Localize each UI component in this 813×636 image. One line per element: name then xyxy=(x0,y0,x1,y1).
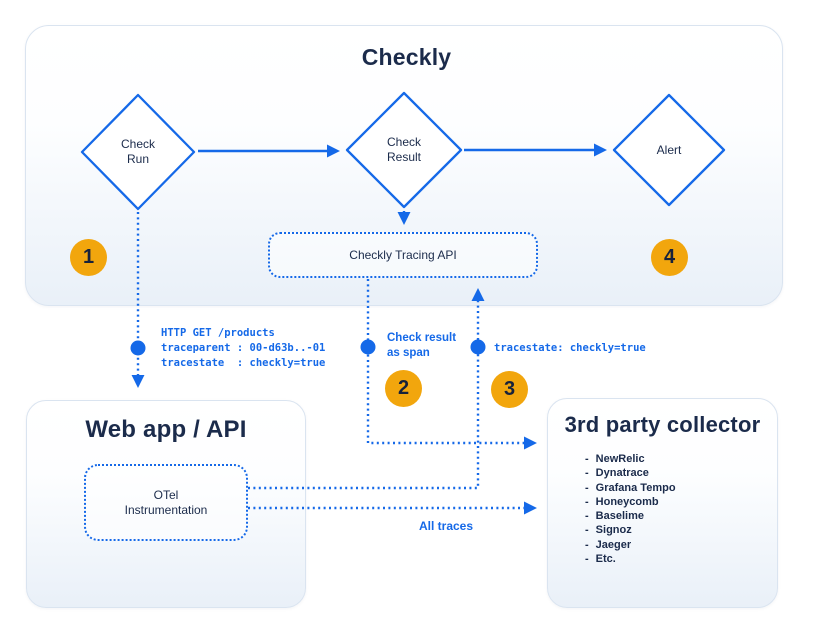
check-run-label: Check Run xyxy=(120,137,155,166)
checkly-panel-title: Checkly xyxy=(361,44,452,70)
list-item: - NewRelic xyxy=(585,452,676,466)
step-badge-4: 4 xyxy=(651,239,688,276)
step-badge-4-number: 4 xyxy=(663,246,676,268)
list-item: - Honeycomb xyxy=(585,495,676,509)
otel-instrumentation-label: OTel Instrumentation xyxy=(124,487,208,517)
vendor-name: Signoz xyxy=(595,524,632,537)
tracestate-annotation: tracestate: checkly=true xyxy=(494,342,646,354)
step-badge-3: 3 xyxy=(491,371,528,408)
vendor-name: Dynatrace xyxy=(595,467,649,480)
step-badge-1: 1 xyxy=(70,239,107,276)
vendor-name: Honeycomb xyxy=(595,495,659,508)
step-badge-2-number: 2 xyxy=(397,377,410,399)
waypoint-dot-tracestate xyxy=(470,339,486,355)
collector-panel-title: 3rd party collector xyxy=(564,412,761,437)
vendor-name: Baselime xyxy=(595,510,644,523)
vendor-name: Grafana Tempo xyxy=(595,481,676,494)
vendor-name: Etc. xyxy=(595,553,616,566)
all-traces-annotation: All traces xyxy=(419,519,474,533)
checkly-tracing-api-box: Checkly Tracing API xyxy=(268,232,538,278)
list-item: - Baselime xyxy=(585,509,676,523)
step-badge-1-number: 1 xyxy=(82,246,95,268)
list-item: - Jaeger xyxy=(585,538,676,552)
collector-panel xyxy=(547,398,778,608)
web-app-panel-title: Web app / API xyxy=(85,416,247,443)
dash-bullet: - xyxy=(585,495,589,508)
checkly-tracing-api-label: Checkly Tracing API xyxy=(349,247,457,262)
dash-bullet: - xyxy=(585,553,589,566)
step-badge-2: 2 xyxy=(385,370,422,407)
list-item: - Etc. xyxy=(585,552,676,566)
vendor-name: NewRelic xyxy=(595,453,645,465)
http-request-annotation: HTTP GET /products traceparent : 00-d63b… xyxy=(161,327,326,369)
otel-instrumentation-box: OTel Instrumentation xyxy=(84,464,248,541)
waypoint-dot-check-result-span xyxy=(360,339,376,355)
check-result-label: Check Result xyxy=(386,135,421,164)
dash-bullet: - xyxy=(585,467,589,480)
dash-bullet: - xyxy=(585,538,589,551)
vendor-name: Jaeger xyxy=(595,538,632,551)
check-result-as-span-annotation: Check result as span xyxy=(387,332,457,359)
list-item: - Signoz xyxy=(585,523,676,537)
step-badge-3-number: 3 xyxy=(503,378,516,400)
dash-bullet: - xyxy=(585,510,589,523)
dash-bullet: - xyxy=(585,453,589,465)
waypoint-dot-http-request xyxy=(130,340,146,356)
dash-bullet: - xyxy=(585,524,589,537)
collector-vendor-list: - NewRelic - Dynatrace - Grafana Tempo -… xyxy=(585,452,676,566)
dash-bullet: - xyxy=(585,481,589,494)
list-item: - Grafana Tempo xyxy=(585,481,676,495)
list-item: - Dynatrace xyxy=(585,466,676,480)
alert-label: Alert xyxy=(656,143,682,157)
